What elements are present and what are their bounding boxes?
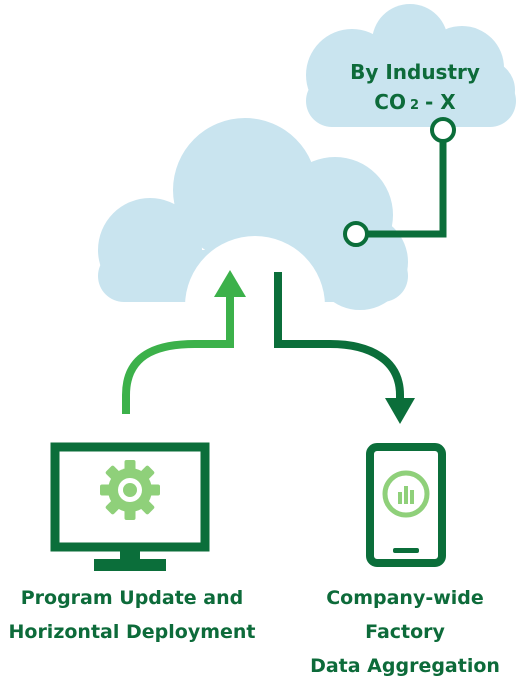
co-text: CO (374, 90, 406, 114)
monitor-icon (50, 442, 210, 571)
upload-arrow (122, 270, 246, 414)
co-subscript: 2 (410, 98, 419, 113)
cloud-connector (343, 117, 456, 247)
top-cloud (306, 4, 516, 127)
download-arrow (274, 272, 415, 424)
left-label-line2: Horizontal Deployment (8, 621, 255, 643)
right-label-line1: Company-wide (326, 587, 484, 609)
right-label-line3: Data Aggregation (310, 655, 500, 677)
smartphone-icon (366, 443, 446, 567)
gear-icon (100, 460, 160, 520)
co-suffix: - X (425, 90, 456, 114)
top-cloud-title: By Industry (350, 60, 480, 84)
left-label-line1: Program Update and (21, 587, 244, 609)
top-cloud-co-label: CO 2 - X (374, 90, 456, 114)
connector-node-top (430, 117, 456, 143)
connector-node-bottom (343, 221, 369, 247)
main-cloud (98, 118, 408, 310)
bar-chart-icon (382, 470, 430, 518)
right-label-line2: Factory (365, 621, 445, 643)
